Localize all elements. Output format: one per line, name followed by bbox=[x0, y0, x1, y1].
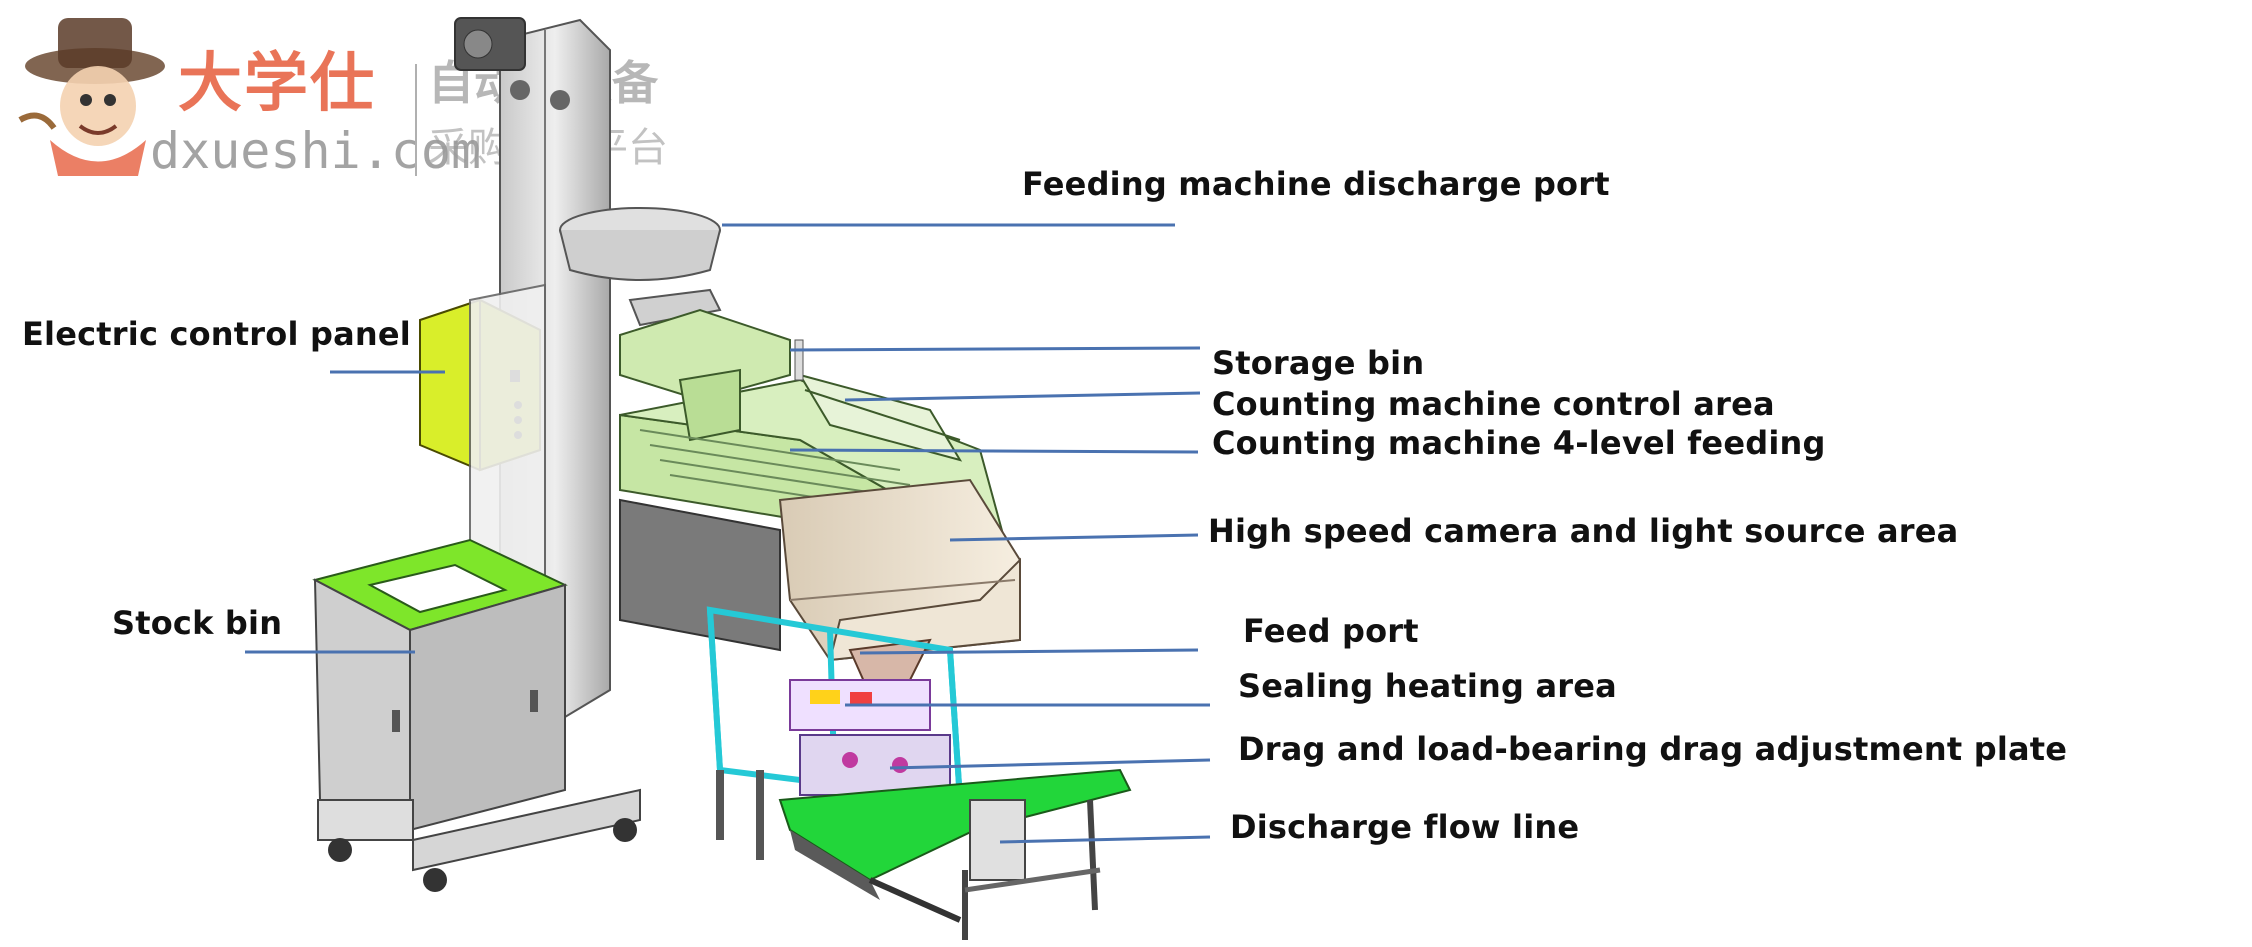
discharge-conveyor bbox=[778, 768, 1132, 940]
brand-name-cn: 大学仕 bbox=[178, 47, 376, 121]
label-drag-adjustment-plate: Drag and load-bearing drag adjustment pl… bbox=[1238, 730, 2068, 768]
leader-4-level-feeding bbox=[789, 448, 1199, 454]
label-counting-control-area: Counting machine control area bbox=[1212, 385, 1775, 423]
leader-lines bbox=[245, 223, 1211, 844]
leader-camera-light-area bbox=[949, 533, 1199, 542]
sealing-frame bbox=[706, 606, 964, 860]
feeding-bowl bbox=[559, 207, 722, 327]
label-electric-control-panel: Electric control panel bbox=[22, 315, 411, 353]
leader-feed-port bbox=[859, 648, 1199, 655]
leader-drag-adjustment-plate bbox=[889, 758, 1211, 770]
camera-housing bbox=[778, 478, 1021, 662]
label-feeding-discharge-port: Feeding machine discharge port bbox=[1022, 165, 1610, 203]
stock-bin-cabinet bbox=[312, 538, 641, 892]
mascot-icon bbox=[18, 18, 165, 176]
leader-storage-bin bbox=[789, 346, 1201, 352]
logo-divider bbox=[415, 64, 417, 176]
leader-discharge-flow-line bbox=[999, 835, 1211, 844]
label-counting-4-level-feeding: Counting machine 4-level feeding bbox=[1212, 424, 1826, 462]
label-sealing-heating-area: Sealing heating area bbox=[1238, 667, 1617, 705]
leader-counting-control-area bbox=[844, 391, 1201, 402]
label-discharge-flow-line: Discharge flow line bbox=[1230, 808, 1580, 846]
label-feed-port: Feed port bbox=[1243, 612, 1419, 650]
label-stock-bin: Stock bin bbox=[112, 604, 283, 642]
storage-bin-hopper bbox=[619, 308, 791, 402]
label-storage-bin: Storage bin bbox=[1212, 344, 1425, 382]
label-camera-light-area: High speed camera and light source area bbox=[1208, 512, 1959, 550]
brand-domain: dxueshi.com bbox=[150, 122, 482, 180]
